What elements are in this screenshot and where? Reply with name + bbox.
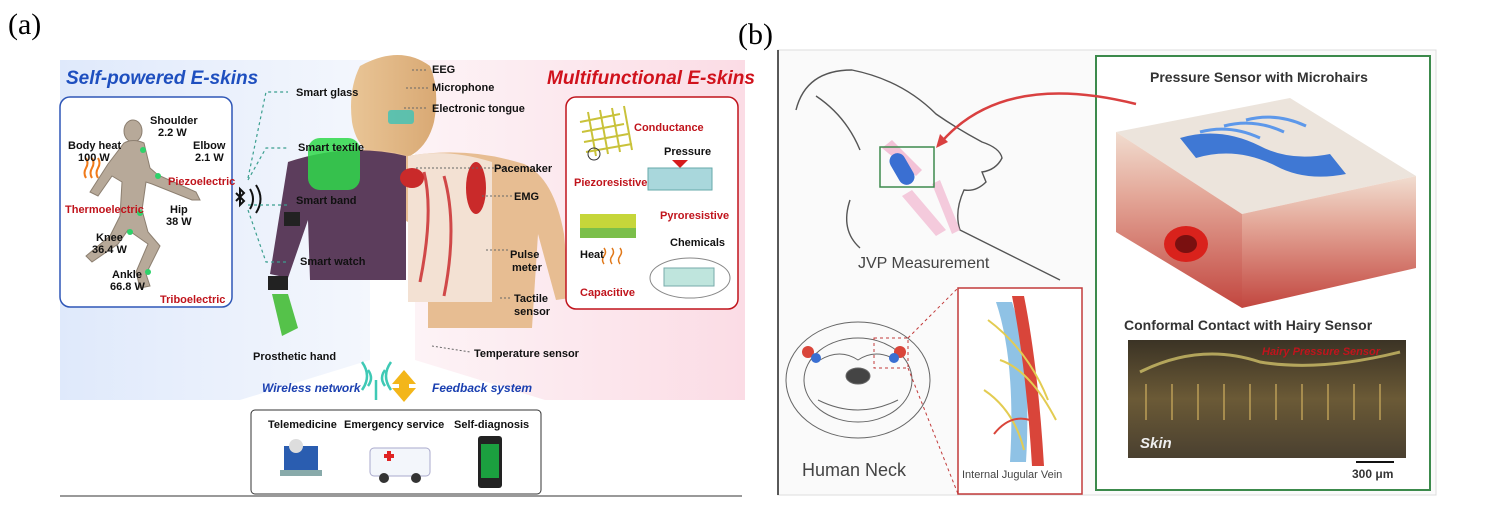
body-heat-label: Body heat	[68, 140, 122, 152]
right-leader-lines	[404, 69, 512, 353]
electronic-tongue-label: Electronic tongue	[432, 103, 525, 115]
chemicals-label: Chemicals	[670, 237, 725, 249]
temperature-sensor-label: Temperature sensor	[474, 348, 580, 360]
multifunctional-box	[565, 96, 739, 310]
pressure-label: Pressure	[664, 146, 711, 158]
elbow-label: Elbow	[193, 140, 226, 152]
jvp-label: JVP Measurement	[858, 255, 990, 272]
vein-right	[889, 353, 899, 363]
head-sketch	[795, 69, 1061, 281]
double-arrow-icon	[392, 370, 416, 402]
smart-band-label: Smart band	[296, 195, 357, 207]
self-powered-title: Self-powered E-skins	[66, 68, 258, 89]
wireless-icon	[360, 361, 393, 400]
eeg-label: EEG	[432, 64, 455, 76]
tactile-label: Tactile	[514, 293, 548, 305]
knee-label: Knee	[96, 232, 123, 244]
pyroresistive-label: Pyroresistive	[660, 210, 729, 222]
artery-left	[802, 346, 814, 358]
knee-w: 36.4 W	[92, 244, 127, 256]
neck-cross-section	[785, 321, 931, 439]
piezoelectric-label: Piezoelectric	[168, 176, 235, 188]
smart-watch-label: Smart watch	[300, 256, 366, 268]
heat-label: Heat	[580, 249, 604, 261]
sensor-label: sensor	[514, 306, 551, 318]
capacitive-sensor-icon	[649, 257, 731, 299]
body-heat-w: 100 W	[78, 152, 110, 164]
ankle-w: 66.8 W	[110, 281, 145, 293]
conformal-title: Conformal Contact with Hairy Sensor	[1124, 317, 1373, 333]
running-figure	[85, 119, 201, 289]
heat-waves-icon	[601, 247, 623, 265]
conductance-label: Conductance	[634, 122, 704, 134]
hairy-layer	[1139, 350, 1401, 374]
prosthetic-hand-label: Prosthetic hand	[253, 351, 336, 363]
hip-label: Hip	[170, 204, 188, 216]
smartphone-icon	[478, 436, 502, 488]
piezoresistive-label: Piezoresistive	[574, 177, 647, 189]
shoulder-label: Shoulder	[150, 115, 198, 127]
pyro-layer-bottom	[580, 228, 636, 238]
service-self-diagnosis: Self-diagnosis	[454, 419, 529, 431]
panel-a: Self-powered E-skins Multifunctional E-s…	[59, 55, 755, 497]
jugular-label: Internal Jugular Vein	[962, 469, 1062, 481]
human-neck-label: Human Neck	[802, 460, 907, 480]
panel-b: JVP Measurement Human Neck Internal Jugu…	[777, 49, 1437, 496]
body-heat-icon	[83, 157, 101, 179]
pyro-layer-icon	[580, 214, 636, 228]
vein-left	[811, 353, 821, 363]
pulse-label: Pulse	[510, 249, 539, 261]
feedback-system-label: Feedback system	[432, 381, 532, 395]
scale-label: 300 μm	[1352, 467, 1393, 481]
smart-textile-label: Smart textile	[298, 142, 364, 154]
service-telemedicine: Telemedicine	[268, 419, 337, 431]
elbow-w: 2.1 W	[195, 152, 224, 164]
conductance-mesh-icon	[579, 105, 633, 157]
vessel-sketch	[902, 180, 960, 236]
emg-label: EMG	[514, 191, 539, 203]
zoom-lines	[907, 287, 959, 495]
service-emergency: Emergency service	[344, 419, 444, 431]
panel-a-label: (a)	[8, 8, 42, 41]
panel-b-label: (b)	[738, 18, 773, 51]
multifunctional-title: Multifunctional E-skins	[547, 68, 755, 89]
tissue-block-illustration	[1116, 98, 1416, 308]
triboelectric-label: Triboelectric	[160, 294, 225, 306]
ambulance-icon	[369, 447, 431, 483]
pointer-arrowhead	[936, 134, 948, 148]
jugular-vein-illustration	[983, 296, 1057, 466]
sensor-location-box	[879, 146, 935, 188]
skin-label: Skin	[1140, 435, 1172, 452]
hip-w: 38 W	[166, 216, 192, 228]
pressure-arrow-icon	[672, 160, 688, 168]
pacemaker-label: Pacemaker	[494, 163, 553, 175]
capacitive-plate	[663, 267, 715, 287]
shoulder-w: 2.2 W	[158, 127, 187, 139]
meter-label: meter	[512, 262, 543, 274]
human-body	[268, 55, 570, 336]
bluetooth-icon	[235, 184, 262, 214]
hairy-sensor-label: Hairy Pressure Sensor	[1262, 346, 1381, 358]
ankle-label: Ankle	[112, 269, 142, 281]
left-arrows	[247, 91, 288, 263]
thermoelectric-label: Thermoelectric	[65, 204, 144, 216]
pressure-sensor-icon	[647, 167, 713, 191]
wireless-network-label: Wireless network	[262, 381, 362, 395]
smart-glass-label: Smart glass	[296, 87, 358, 99]
pressure-sensor-title: Pressure Sensor with Microhairs	[1150, 69, 1368, 85]
microhairs	[1145, 384, 1381, 420]
microphone-label: Microphone	[432, 82, 494, 94]
telemedicine-icon	[280, 439, 322, 476]
zoom-region	[873, 337, 909, 369]
pointer-arrow	[937, 92, 1137, 147]
capacitive-label: Capacitive	[580, 287, 635, 299]
sensor-on-neck	[889, 153, 915, 185]
